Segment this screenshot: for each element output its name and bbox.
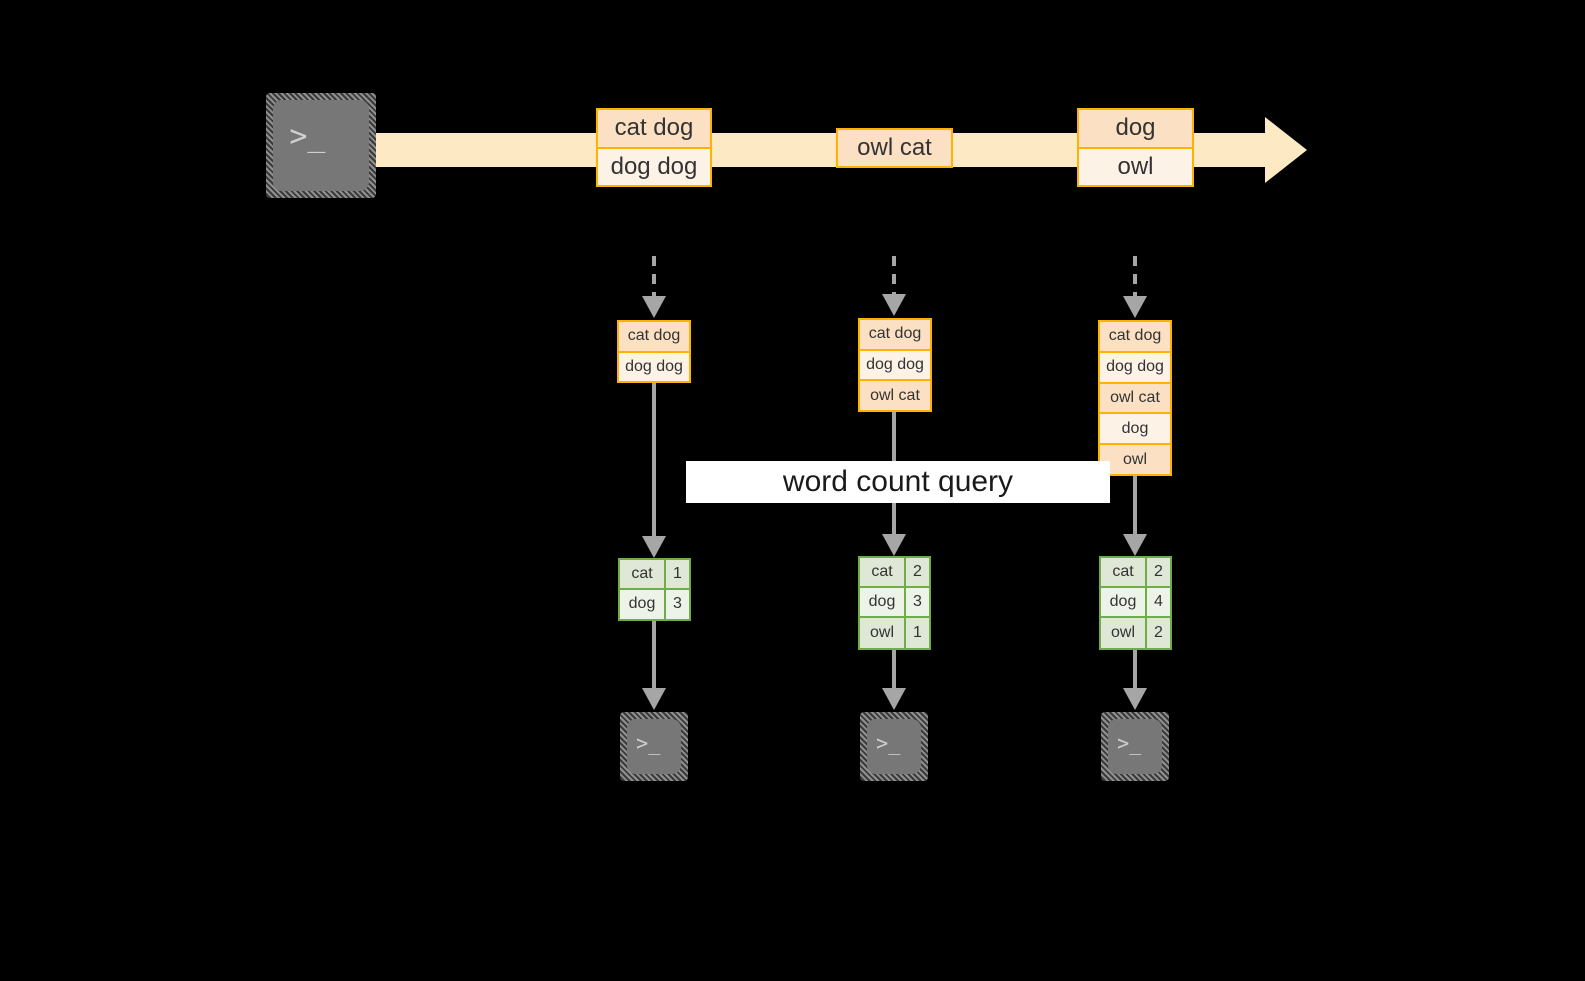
- trigger-arrow-head-column-3: [1123, 296, 1147, 318]
- input-line: dog: [1100, 412, 1170, 444]
- input-line: owl cat: [1100, 381, 1170, 413]
- trigger-arrow-column-2: [892, 256, 896, 300]
- stream-batch-1-line-2: dog dog: [598, 146, 710, 185]
- trigger-arrow-column-1: [652, 256, 656, 302]
- query-label-text: word count query: [782, 465, 1014, 498]
- sink-arrow-column-1: [652, 621, 656, 693]
- input-line: cat dog: [619, 322, 689, 351]
- result-count: 1: [906, 618, 929, 648]
- result-word: dog: [1101, 588, 1147, 618]
- accumulated-input-column-3: cat dog dog dog owl cat dog owl: [1098, 320, 1172, 476]
- result-table-column-1: cat 1 dog 3: [618, 558, 691, 621]
- input-line: dog dog: [1100, 350, 1170, 382]
- trigger-arrow-head-column-2: [882, 294, 906, 316]
- input-line: dog dog: [619, 350, 689, 381]
- stream-batch-3-line-1: dog: [1079, 110, 1192, 147]
- input-line: cat dog: [1100, 322, 1170, 351]
- input-line: cat dog: [860, 320, 930, 349]
- sink-terminal-column-3[interactable]: >_: [1101, 712, 1169, 781]
- query-arrow-column-1: [652, 383, 656, 543]
- query-arrow-head-column-3: [1123, 534, 1147, 556]
- result-count: 4: [1147, 588, 1170, 618]
- stream-batch-2-line-1: owl cat: [838, 130, 951, 166]
- terminal-prompt-icon: >_: [636, 731, 661, 756]
- stream-batch-1: cat dog dog dog: [596, 108, 712, 187]
- stream-batch-3: dog owl: [1077, 108, 1194, 187]
- terminal-body: >_: [1108, 719, 1162, 774]
- sink-arrow-head-column-2: [882, 688, 906, 710]
- result-count: 2: [1147, 558, 1170, 588]
- result-word: cat: [860, 558, 906, 588]
- input-line: dog dog: [860, 348, 930, 380]
- result-word: cat: [620, 560, 666, 590]
- netcat-source-terminal[interactable]: >_: [266, 93, 376, 198]
- trigger-arrow-column-3: [1133, 256, 1137, 302]
- sink-terminal-column-1[interactable]: >_: [620, 712, 688, 781]
- result-word: dog: [620, 589, 666, 619]
- terminal-body: >_: [867, 719, 921, 774]
- result-count: 2: [1147, 618, 1170, 648]
- stream-batch-3-line-2: owl: [1079, 146, 1192, 185]
- sink-arrow-column-2: [892, 650, 896, 693]
- sink-arrow-head-column-1: [642, 688, 666, 710]
- input-line: owl cat: [860, 379, 930, 411]
- query-arrow-column-3: [1133, 476, 1137, 543]
- result-count: 3: [666, 589, 689, 619]
- query-arrow-head-column-1: [642, 536, 666, 558]
- accumulated-input-column-1: cat dog dog dog: [617, 320, 691, 383]
- sink-arrow-column-3: [1133, 650, 1137, 693]
- result-count: 2: [906, 558, 929, 588]
- terminal-body: >_: [627, 719, 681, 774]
- query-label: word count query: [686, 461, 1110, 503]
- result-word: cat: [1101, 558, 1147, 588]
- sink-arrow-head-column-3: [1123, 688, 1147, 710]
- query-arrow-head-column-2: [882, 534, 906, 556]
- stream-timeline-arrowhead: [1265, 117, 1307, 183]
- result-table-column-2: cat 2 dog 3 owl 1: [858, 556, 931, 650]
- result-count: 3: [906, 588, 929, 618]
- result-word: dog: [860, 588, 906, 618]
- result-table-column-3: cat 2 dog 4 owl 2: [1099, 556, 1172, 650]
- terminal-body: >_: [273, 100, 369, 191]
- terminal-prompt-icon: >_: [876, 731, 901, 756]
- result-count: 1: [666, 560, 689, 590]
- terminal-prompt-icon: >_: [289, 118, 326, 154]
- input-line: owl: [1100, 443, 1170, 474]
- trigger-arrow-head-column-1: [642, 296, 666, 318]
- result-word: owl: [860, 618, 906, 648]
- sink-terminal-column-2[interactable]: >_: [860, 712, 928, 781]
- terminal-prompt-icon: >_: [1117, 731, 1142, 756]
- stream-batch-1-line-1: cat dog: [598, 110, 710, 147]
- result-word: owl: [1101, 618, 1147, 648]
- accumulated-input-column-2: cat dog dog dog owl cat: [858, 318, 932, 412]
- stream-batch-2: owl cat: [836, 128, 953, 168]
